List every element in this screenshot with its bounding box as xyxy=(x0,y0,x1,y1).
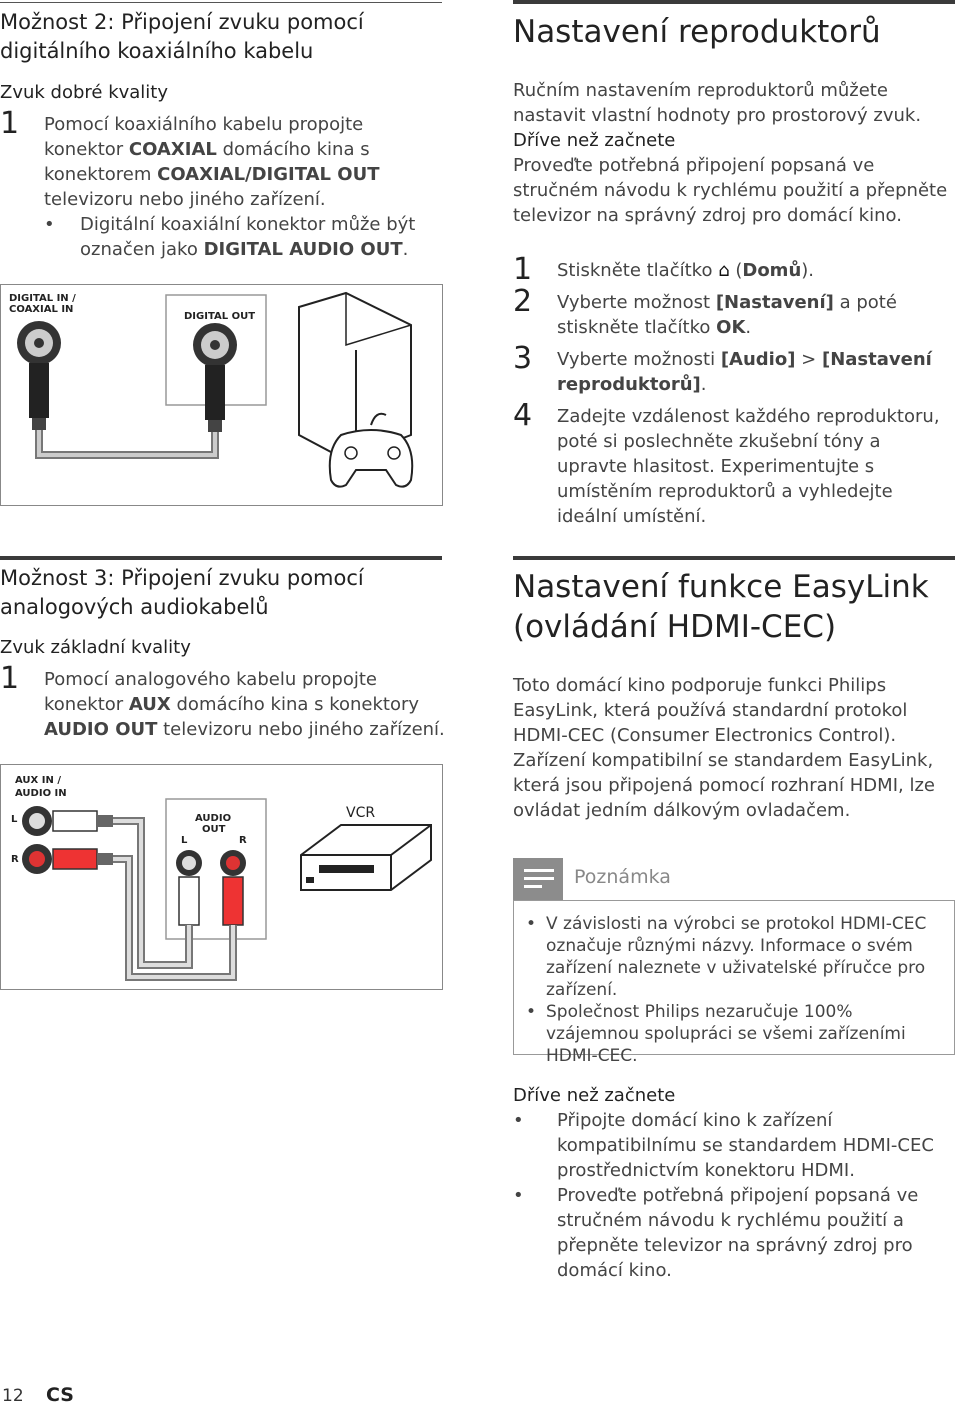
label-out-r: R xyxy=(239,835,247,846)
intro-text: Ručním nastavením reproduktorů můžete na… xyxy=(513,80,922,126)
label-audio: AUDIO xyxy=(195,813,231,824)
section-rule xyxy=(513,556,955,560)
section-rule xyxy=(0,556,442,560)
step-text: Zadejte vzdálenost každého reproduktoru,… xyxy=(557,406,940,527)
step-number: 4 xyxy=(513,398,533,433)
note-box: • V závislosti na výrobci se protokol HD… xyxy=(513,900,955,1066)
label-out: OUT xyxy=(202,824,226,835)
section-title: Nastavení reproduktorů xyxy=(513,14,881,50)
label-l: L xyxy=(11,814,18,825)
quality-label: Zvuk základní kvality xyxy=(0,637,191,658)
label-coaxial-in: COAXIAL IN xyxy=(9,304,73,315)
section-rule xyxy=(513,0,955,4)
page-number: 12 xyxy=(2,1386,24,1406)
label-digital-out: DIGITAL OUT xyxy=(184,311,255,322)
step-text: Vyberte možnost [Nastavení] a poté stisk… xyxy=(557,292,897,338)
step-number: 1 xyxy=(513,252,533,287)
step-text: Vyberte možnosti [Audio] > [Nastavení re… xyxy=(557,349,932,395)
vcr-label: VCR xyxy=(346,805,375,821)
label-audio-in: AUDIO IN xyxy=(15,788,67,799)
step-number: 2 xyxy=(513,284,533,319)
step-number: 3 xyxy=(513,341,533,376)
home-icon: ⌂ xyxy=(718,260,730,281)
section-title: Možnost 3: Připojení zvuku pomocí analog… xyxy=(0,566,364,619)
step-text: Pomocí analogového kabelu propojte konek… xyxy=(44,669,445,740)
step-text: Stiskněte tlačítko ⌂ (Domů). xyxy=(557,260,815,281)
label-out-l: L xyxy=(181,835,188,846)
note-icon xyxy=(513,858,563,900)
coaxial-diagram: DIGITAL IN / COAXIAL IN DIGITAL OUT xyxy=(0,284,443,506)
label-digital-in: DIGITAL IN / xyxy=(9,293,76,304)
step-number: 1 xyxy=(0,106,20,141)
step-text: Pomocí koaxiálního kabelu propojte konek… xyxy=(44,114,380,210)
before-heading: Dříve než začnete xyxy=(513,1085,676,1106)
section-title: Nastavení funkce EasyLink (ovládání HDMI… xyxy=(513,569,929,645)
before-text: Proveďte potřebná připojení popsaná ve s… xyxy=(513,155,948,226)
section-rule xyxy=(0,2,442,3)
coaxial-illustration: DIGITAL IN / COAXIAL IN DIGITAL OUT xyxy=(9,291,414,488)
step-number: 1 xyxy=(0,661,20,696)
language-code: CS xyxy=(46,1384,74,1406)
label-r: R xyxy=(11,854,19,865)
quality-label: Zvuk dobré kvality xyxy=(0,82,169,103)
intro-text: Toto domácí kino podporuje funkci Philip… xyxy=(513,675,935,821)
section-title: Možnost 2: Připojení zvuku pomocí digitá… xyxy=(0,10,364,63)
analog-diagram: AUX IN / AUDIO IN L R AUDIO OUT L R VCR xyxy=(0,764,443,990)
before-heading: Dříve než začnete xyxy=(513,130,676,151)
analog-illustration: AUX IN / AUDIO IN L R AUDIO OUT L R VCR xyxy=(11,775,432,981)
note-header: Poznámka xyxy=(513,858,955,900)
label-aux-in: AUX IN / xyxy=(15,775,61,786)
note-title: Poznámka xyxy=(574,866,671,888)
